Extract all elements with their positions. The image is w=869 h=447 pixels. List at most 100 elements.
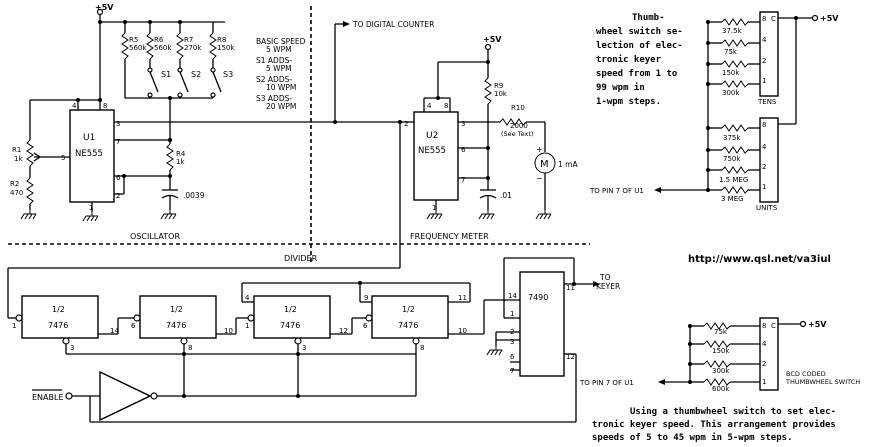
- units-pin-1: 1: [762, 183, 766, 191]
- ff1-box: [21, 295, 99, 339]
- caption-line-2: lection of elec-: [596, 40, 683, 51]
- supply-label-main: +5V: [95, 3, 114, 12]
- tens-common: C: [771, 15, 776, 23]
- to-digital-counter: TO DIGITAL COUNTER: [352, 20, 434, 29]
- r2-value: 470: [10, 189, 23, 197]
- tens-r-3: 300k: [722, 89, 740, 97]
- speed-note-0: BASIC SPEED: [256, 37, 306, 46]
- r6-ref: R6: [154, 36, 164, 44]
- ff4-part: 7476: [398, 321, 418, 330]
- units-r-3: 3 MEG: [721, 195, 744, 203]
- u2-pin-1: 1: [432, 204, 436, 212]
- ff3-part: 7476: [280, 321, 300, 330]
- bcd-pin-2: 2: [762, 360, 766, 368]
- ff3-half: 1/2: [284, 305, 297, 314]
- bcd-r-3: 600k: [712, 385, 730, 393]
- r6-value: 560k: [154, 44, 172, 52]
- bcd-label-line1: BCD CODED: [786, 370, 826, 378]
- ff-pin-label-11: 6: [363, 322, 368, 330]
- r9-value: 10k: [494, 90, 508, 98]
- ff-pin-label-6: 1: [245, 322, 249, 330]
- u1-pin-2: 2: [116, 192, 120, 200]
- r8-ref: R8: [217, 36, 226, 44]
- units-pin-2: 2: [762, 163, 766, 171]
- ff2-half: 1/2: [170, 305, 183, 314]
- divider-section: DIVIDER 1/2 7476 1/2 7476 1/2 7476 1/2 7…: [7, 120, 620, 423]
- to-keyer-line1: TO: [599, 273, 611, 282]
- counter-pin-1: 1: [510, 310, 514, 318]
- u1-pin-1: 1: [89, 204, 93, 212]
- tens-label: TENS: [757, 98, 777, 106]
- ff-pin-label-4: 8: [188, 344, 192, 352]
- bcd-common: C: [771, 322, 776, 330]
- units-r-2: 1.5 MEG: [719, 176, 748, 184]
- ff-pin-label-13: 11: [458, 294, 467, 302]
- frequency-meter-label: FREQUENCY METER: [410, 232, 489, 241]
- units-pin-8: 8: [762, 121, 766, 129]
- ff4-box: [371, 295, 449, 339]
- tens-r-2: 150k: [722, 69, 740, 77]
- bottom-caption-line-2: speeds of 5 to 45 wpm in 5-wpm steps.: [592, 432, 792, 443]
- r5-ref: R5: [129, 36, 138, 44]
- r10-ref: R10: [511, 104, 525, 112]
- bcd-r-1: 150k: [712, 347, 730, 355]
- caption-line-3: tronic keyer: [596, 54, 662, 65]
- ff-pin-label-2: 14: [110, 327, 119, 335]
- bcd-r-0: 75k: [714, 328, 728, 336]
- speed-note-5: 10 WPM: [266, 83, 296, 92]
- to-pin7-top: TO PIN 7 OF U1: [589, 187, 644, 195]
- speed-note-4: S2 ADDS-: [256, 75, 292, 84]
- ff-pin-label-5: 10: [224, 327, 233, 335]
- caption-line-5: 99 wpm in: [596, 82, 645, 93]
- counter-part: 7490: [528, 293, 548, 302]
- u1-pin-4: 4: [72, 102, 77, 110]
- ff-pin-label-8: 3: [302, 344, 306, 352]
- caption-line-1: wheel switch se-: [596, 26, 683, 37]
- counter-pin-11: 11: [566, 284, 575, 292]
- ff1-part: 7476: [48, 321, 68, 330]
- r4-value: 1k: [176, 158, 185, 166]
- u1-part: NE555: [75, 149, 103, 159]
- c2-value: .01: [500, 191, 512, 200]
- enable-label: ENABLE: [32, 393, 64, 402]
- tens-pin-1: 1: [762, 77, 766, 85]
- divider-label: DIVIDER: [284, 254, 318, 263]
- meter-range: 1 mA: [558, 160, 578, 169]
- r7-ref: R7: [184, 36, 193, 44]
- switch-s1-label: S1: [161, 70, 171, 79]
- u1-ref: U1: [83, 133, 95, 143]
- bottom-caption-line-0: Using a thumbwheel switch to set elec-: [630, 406, 836, 417]
- u1-pin-6: 6: [116, 174, 121, 182]
- ff1-half: 1/2: [52, 305, 65, 314]
- r5-value: 560k: [129, 44, 147, 52]
- r10-value: 2000: [510, 122, 528, 130]
- u2-pin-4: 4: [427, 102, 432, 110]
- u1-pin-3: 3: [116, 120, 120, 128]
- counter-pin-12: 12: [566, 353, 575, 361]
- bcd-pin-1: 1: [762, 378, 766, 386]
- caption-line-4: speed from 1 to: [596, 69, 677, 79]
- ff2-part: 7476: [166, 321, 186, 330]
- r1-ref: R1: [12, 146, 21, 154]
- r2-ref: R2: [10, 180, 19, 188]
- tens-pin-8: 8: [762, 15, 766, 23]
- ff-pin-label-3: 6: [131, 322, 136, 330]
- r4-ref: R4: [176, 150, 186, 158]
- r1-value: 1k: [14, 155, 23, 163]
- switch-s2-label: S2: [191, 70, 201, 79]
- tens-switch: [759, 11, 779, 97]
- r7-value: 270k: [184, 44, 202, 52]
- caption-line-6: 1-wpm steps.: [596, 97, 661, 107]
- bcd-thumbwheel: 75k 150k 300k 600k 8 4 2 1 C +5V BCD COD…: [579, 317, 860, 393]
- u1-pin-7: 7: [116, 138, 120, 146]
- u2-pin-7: 7: [461, 176, 465, 184]
- units-r-0: 375k: [723, 134, 741, 142]
- ff-pin-label-9: 12: [339, 327, 348, 335]
- u2-pin-3: 3: [461, 120, 465, 128]
- meter-minus: −: [536, 174, 543, 183]
- bcd-pin-8: 8: [762, 322, 766, 330]
- bcd-r-2: 300k: [712, 367, 730, 375]
- u1-chip: [69, 109, 115, 203]
